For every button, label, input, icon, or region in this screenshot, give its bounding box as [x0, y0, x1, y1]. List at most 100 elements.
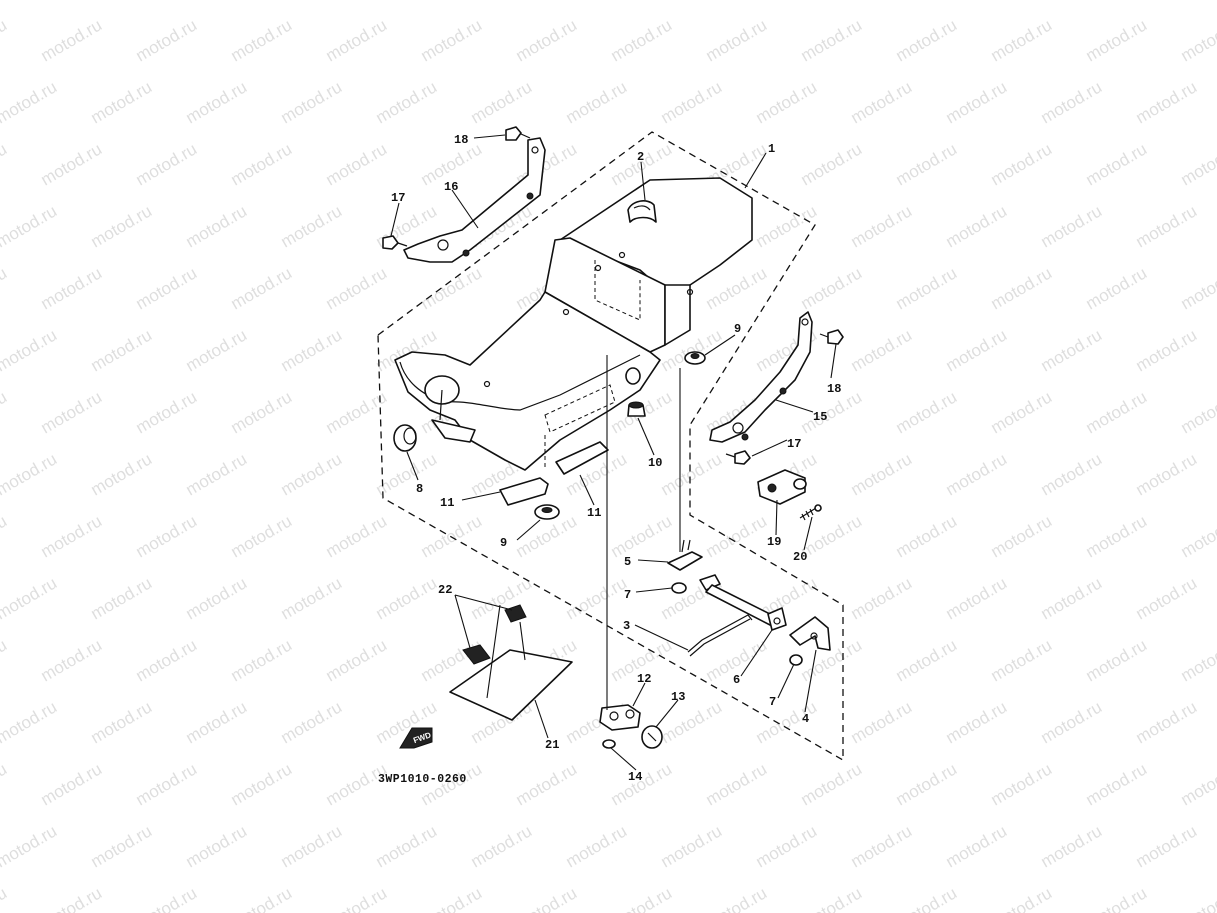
knob-part-13[interactable] — [641, 725, 663, 749]
watermark-text: motod.ru — [608, 759, 676, 809]
label-part-22-bottom[interactable] — [462, 644, 491, 665]
watermark-text: motod.ru — [88, 449, 156, 499]
drawing-code: 3WP1010-0260 — [378, 773, 467, 786]
watermark-text: motod.ru — [228, 387, 296, 437]
bolt-part-18-left[interactable] — [505, 126, 531, 141]
watermark-text: motod.ru — [1178, 759, 1217, 809]
watermark-text: motod.ru — [893, 759, 961, 809]
watermark-text: motod.ru — [658, 449, 726, 499]
watermark-text: motod.ru — [988, 883, 1056, 913]
pad-part-11-left[interactable] — [499, 477, 549, 506]
pad-part-11-right[interactable] — [555, 441, 609, 475]
watermark-text: motod.ru — [1178, 15, 1217, 65]
bracket-part-4[interactable] — [789, 616, 831, 651]
watermark-text: motod.ru — [608, 511, 676, 561]
callout-7-top: 7 — [624, 588, 631, 602]
callout-22: 22 — [438, 583, 452, 597]
leader-lines — [390, 134, 837, 771]
callout-11-left: 11 — [440, 496, 454, 510]
watermark-text: motod.ru — [38, 387, 106, 437]
damper-part-10[interactable] — [627, 401, 646, 417]
cable-part-3[interactable] — [687, 614, 753, 657]
watermark-text: motod.ru — [658, 821, 726, 871]
watermark-text: motod.ru — [1133, 77, 1201, 127]
watermark-text: motod.ru — [703, 759, 771, 809]
cap-part-8[interactable] — [393, 424, 417, 452]
callout-20: 20 — [793, 550, 807, 564]
washer-part-7-top[interactable] — [671, 582, 687, 594]
watermark-text: motod.ru — [228, 883, 296, 913]
watermark-text: motod.ru — [753, 697, 821, 747]
strap-part-2[interactable] — [627, 200, 657, 223]
watermark-text: motod.ru — [0, 201, 60, 251]
watermark-text: motod.ru — [848, 325, 916, 375]
watermark-text: motod.ru — [88, 821, 156, 871]
watermark-text: motod.ru — [513, 15, 581, 65]
watermark-text: motod.ru — [1083, 883, 1151, 913]
watermark-text: motod.ru — [1038, 449, 1106, 499]
watermark-text: motod.ru — [228, 759, 296, 809]
watermark-text: motod.ru — [0, 263, 10, 313]
watermark-text: motod.ru — [323, 635, 391, 685]
damper-part-9-right[interactable] — [684, 351, 706, 365]
watermark-text: motod.ru — [0, 449, 60, 499]
watermark-text: motod.ru — [0, 573, 60, 623]
callout-18-left: 18 — [454, 133, 468, 147]
watermark-text: motod.ru — [1083, 511, 1151, 561]
watermark-text: motod.ru — [798, 759, 866, 809]
sheet-part-21[interactable] — [449, 649, 573, 721]
watermark-text: motod.ru — [988, 511, 1056, 561]
watermark-text: motod.ru — [943, 0, 1011, 3]
watermark-text: motod.ru — [228, 139, 296, 189]
watermark-text: motod.ru — [0, 325, 60, 375]
watermark-text: motod.ru — [373, 77, 441, 127]
watermark-text: motod.ru — [133, 387, 201, 437]
washer-part-14[interactable] — [602, 739, 616, 749]
bracket-part-15[interactable] — [709, 311, 813, 443]
bolt-part-17-right[interactable] — [725, 450, 751, 465]
screw-part-20[interactable] — [799, 504, 822, 521]
lock-part-19[interactable] — [757, 469, 807, 505]
callout-16: 16 — [444, 180, 458, 194]
callout-6: 6 — [733, 673, 740, 687]
watermark-text: motod.ru — [228, 15, 296, 65]
watermark-text: motod.ru — [323, 511, 391, 561]
watermark-text: motod.ru — [1083, 139, 1151, 189]
watermark-text: motod.ru — [1133, 821, 1201, 871]
watermark-text: motod.ru — [38, 15, 106, 65]
callout-15: 15 — [813, 410, 827, 424]
watermark-text: motod.ru — [563, 77, 631, 127]
watermark-text: motod.ru — [133, 635, 201, 685]
watermark-text: motod.ru — [183, 325, 251, 375]
watermark-text: motod.ru — [608, 15, 676, 65]
watermark-text: motod.ru — [943, 77, 1011, 127]
watermark-text: motod.ru — [0, 0, 60, 3]
label-part-22-top[interactable] — [504, 604, 527, 623]
bracket-part-5[interactable] — [667, 539, 703, 571]
holder-part-12[interactable] — [599, 704, 641, 731]
watermark-text: motod.ru — [1083, 387, 1151, 437]
seat-part-1[interactable] — [394, 177, 753, 471]
rod-part-6[interactable] — [699, 574, 787, 631]
damper-part-9-bottom[interactable] — [534, 504, 560, 520]
watermark-text: motod.ru — [88, 77, 156, 127]
watermark-text: motod.ru — [38, 883, 106, 913]
watermark-text: motod.ru — [133, 883, 201, 913]
watermark-text: motod.ru — [1038, 201, 1106, 251]
assembly-boundary — [377, 131, 844, 762]
bolt-part-18-right[interactable] — [819, 329, 844, 345]
watermark-text: motod.ru — [183, 573, 251, 623]
bracket-part-16[interactable] — [403, 137, 546, 263]
watermark-text: motod.ru — [0, 883, 10, 913]
watermark-text: motod.ru — [88, 201, 156, 251]
watermark-text: motod.ru — [893, 139, 961, 189]
watermark-text: motod.ru — [848, 821, 916, 871]
watermark-text: motod.ru — [988, 387, 1056, 437]
washer-part-7-bottom[interactable] — [789, 654, 803, 666]
watermark-text: motod.ru — [133, 139, 201, 189]
watermark-text: motod.ru — [563, 0, 631, 3]
bolt-part-17-left[interactable] — [382, 235, 408, 250]
watermark-text: motod.ru — [943, 697, 1011, 747]
